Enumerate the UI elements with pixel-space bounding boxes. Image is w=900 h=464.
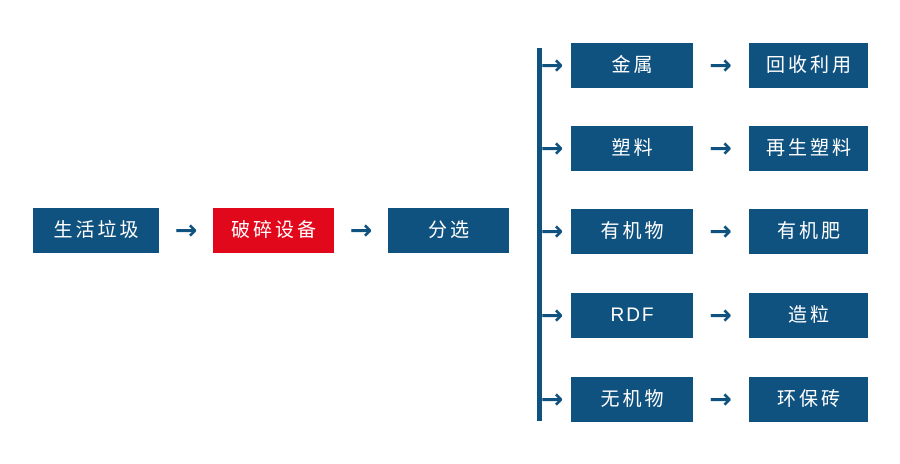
- arrow-right-icon: →: [540, 133, 564, 164]
- node-output-organic-fertilizer[interactable]: 有机肥: [749, 209, 868, 254]
- node-output-recycled-plastic[interactable]: 再生塑料: [749, 126, 868, 171]
- arrow-right-icon: →: [174, 215, 198, 246]
- node-category-plastic[interactable]: 塑料: [571, 126, 693, 171]
- arrow-right-icon: →: [349, 215, 373, 246]
- arrow-right-icon: →: [709, 133, 732, 164]
- node-output-pelletizing[interactable]: 造粒: [749, 293, 868, 338]
- arrow-right-icon: →: [709, 50, 732, 81]
- arrow-right-icon: →: [540, 300, 564, 331]
- node-output-recycling[interactable]: 回收利用: [749, 43, 868, 88]
- node-category-metal[interactable]: 金属: [571, 43, 693, 88]
- arrow-right-icon: →: [540, 384, 564, 415]
- node-category-organic[interactable]: 有机物: [571, 209, 693, 254]
- arrow-right-icon: →: [540, 50, 564, 81]
- node-category-rdf[interactable]: RDF: [571, 293, 693, 338]
- arrow-right-icon: →: [709, 384, 732, 415]
- arrow-right-icon: →: [540, 216, 564, 247]
- node-category-inorganic[interactable]: 无机物: [571, 377, 693, 422]
- arrow-right-icon: →: [709, 216, 732, 247]
- branch-trunk-line: [537, 48, 542, 421]
- arrow-right-icon: →: [709, 300, 732, 331]
- node-household-waste[interactable]: 生活垃圾: [33, 208, 159, 253]
- node-sorting[interactable]: 分选: [388, 208, 509, 253]
- node-output-eco-brick[interactable]: 环保砖: [749, 377, 868, 422]
- node-crushing-equipment[interactable]: 破碎设备: [213, 208, 334, 253]
